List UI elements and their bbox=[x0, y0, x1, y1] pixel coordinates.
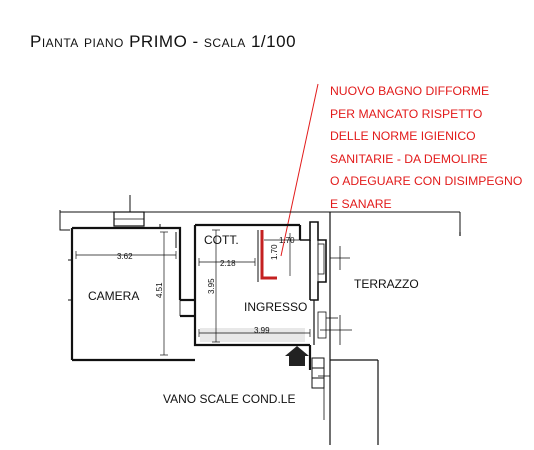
dim-cottura-width: 2.18 bbox=[220, 259, 236, 268]
camera-window-detail bbox=[68, 224, 177, 301]
note-leader-line bbox=[280, 83, 319, 257]
note-line: O ADEGUARE CON DISIMPEGNO bbox=[330, 174, 523, 189]
camera-walls bbox=[70, 226, 195, 362]
room-label-vano-scale: VANO SCALE COND.LE bbox=[163, 392, 295, 406]
note-line: E SANARE bbox=[330, 196, 392, 211]
terrazzo-outline bbox=[329, 212, 461, 445]
scan-artifact bbox=[200, 328, 305, 342]
room-label-terrazzo: TERRAZZO bbox=[354, 277, 419, 291]
note-line: SANITARIE - DA DEMOLIRE bbox=[330, 151, 488, 166]
bagno-walls bbox=[300, 221, 338, 345]
ingresso-walls bbox=[193, 223, 312, 370]
dim-bagno-width: 1.70 bbox=[279, 236, 295, 245]
reference-crosses bbox=[318, 246, 352, 420]
dim-camera-depth: 4.51 bbox=[155, 282, 164, 298]
dim-camera-width: 3.62 bbox=[117, 252, 133, 261]
room-label-ingresso: INGRESSO bbox=[244, 300, 307, 314]
dim-ingresso-depth: 3.95 bbox=[207, 278, 216, 294]
note-line: PER MANCATO RISPETTO bbox=[330, 106, 483, 121]
nonconforming-bagno-outline bbox=[260, 230, 277, 280]
entry-arrow-icon bbox=[285, 346, 309, 366]
stair-detail bbox=[311, 357, 325, 389]
plan-title: Pianta piano PRIMO - scala 1/100 bbox=[30, 32, 297, 51]
dim-ingresso-width: 3.99 bbox=[254, 326, 270, 335]
dimension-lines bbox=[75, 229, 311, 356]
room-label-camera: CAMERA bbox=[88, 289, 139, 303]
room-label-cottura: COTT. bbox=[204, 233, 239, 247]
dim-bagno-depth: 1.70 bbox=[270, 244, 279, 260]
note-line: DELLE NORME IGIENICO bbox=[330, 129, 476, 144]
outer-walls bbox=[59, 195, 461, 232]
note-line: NUOVO BAGNO DIFFORME bbox=[330, 84, 490, 98]
nonconformity-note: NUOVO BAGNO DIFFORME PER MANCATO RISPETT… bbox=[330, 80, 534, 216]
